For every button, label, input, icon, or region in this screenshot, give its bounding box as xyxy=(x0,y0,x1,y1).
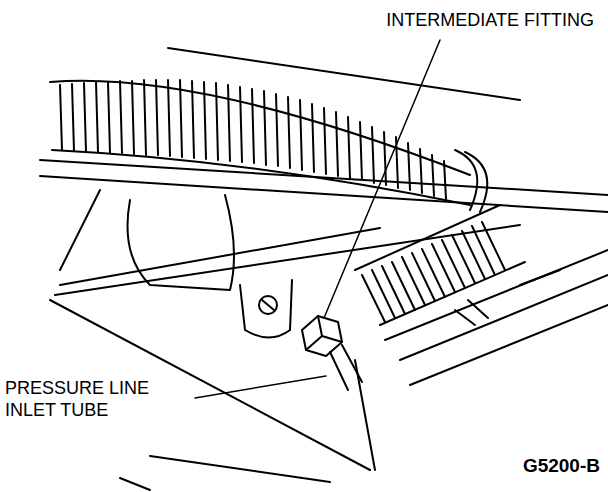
rail-edge xyxy=(40,160,608,195)
body-edge xyxy=(120,478,150,490)
body-edge xyxy=(168,48,520,100)
bracket-bolt xyxy=(240,280,292,338)
body-edge xyxy=(150,456,330,482)
corrugated-hose xyxy=(50,80,470,205)
body-edge xyxy=(355,360,375,470)
housing-panel xyxy=(385,250,608,385)
leader-line xyxy=(195,376,326,398)
part-label: INTERMEDIATE FITTING xyxy=(386,10,594,32)
rail-edge xyxy=(40,176,608,212)
corrugated-hose xyxy=(355,205,525,325)
body-edge xyxy=(60,228,380,285)
figure-number: G5200-B xyxy=(523,455,600,478)
body-edge xyxy=(55,225,520,295)
body-edge xyxy=(60,190,100,270)
leader-line xyxy=(324,40,440,318)
part-label: PRESSURE LINE INLET TUBE xyxy=(5,378,195,421)
